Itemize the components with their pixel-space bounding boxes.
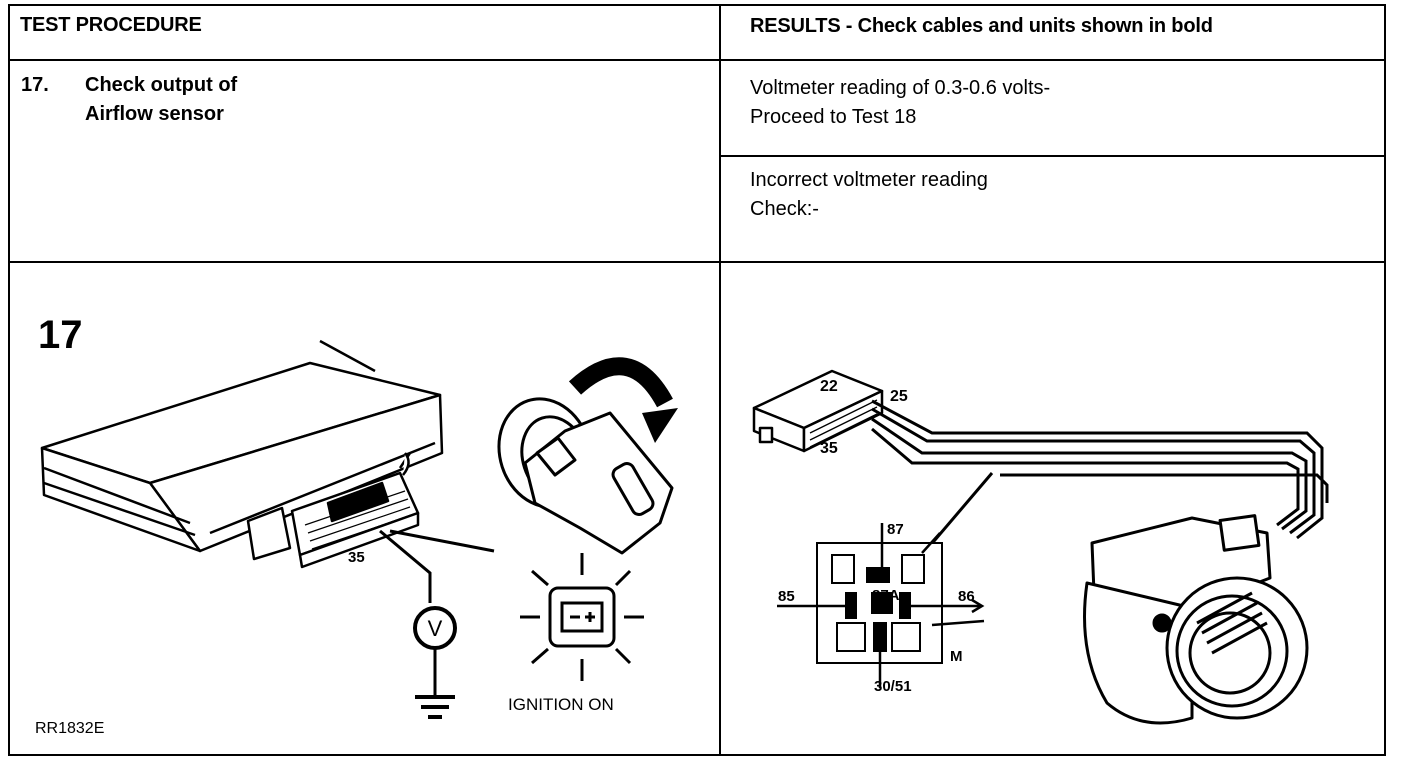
- airflow-sensor-icon: [1083, 514, 1309, 725]
- test-title-line2: Airflow sensor: [85, 103, 224, 125]
- result-correct: Voltmeter reading of 0.3-0.6 volts- Proc…: [750, 74, 1050, 132]
- relay-terminal-87a: 87A: [872, 587, 900, 604]
- ground-icon: [415, 695, 455, 719]
- result-incorrect-line2: Check:-: [750, 198, 819, 220]
- test-title: Check output of Airflow sensor: [85, 71, 237, 129]
- ecu-plug-icon: [752, 369, 884, 453]
- result-correct-line2: Proceed to Test 18: [750, 106, 917, 128]
- figure-reference: RR1832E: [35, 720, 104, 737]
- figure-right: 22 25 35: [752, 369, 1329, 725]
- figure-divider: [8, 261, 1386, 263]
- figure-left: 17 35: [35, 313, 678, 737]
- probe-lead: [389, 529, 495, 553]
- plug-pin-35: 35: [820, 440, 838, 457]
- header-divider: [8, 59, 1386, 61]
- test-title-line1: Check output of: [85, 74, 238, 96]
- result-incorrect: Incorrect voltmeter reading Check:-: [750, 166, 988, 224]
- wiring-harness: [871, 399, 1329, 609]
- relay-terminal-85: 85: [778, 588, 795, 605]
- header-results: RESULTS - Check cables and units shown i…: [750, 15, 1213, 37]
- ignition-key-icon: [497, 397, 674, 555]
- ecu-connector-icon: [40, 339, 444, 569]
- ecu-pin-35: 35: [348, 549, 365, 566]
- relay-terminal-m: M: [950, 648, 963, 665]
- warning-lamp-icon: [520, 553, 644, 681]
- figure-number: 17: [38, 313, 83, 357]
- procedure-table: [8, 4, 1386, 756]
- result-correct-line1: Voltmeter reading of 0.3-0.6 volts-: [750, 77, 1051, 99]
- voltmeter-icon: V: [413, 606, 457, 695]
- voltmeter-probe-wire: [379, 529, 432, 603]
- test-number: 17.: [21, 74, 49, 96]
- results-divider: [720, 155, 1386, 157]
- voltmeter-label: V: [428, 616, 443, 641]
- result-incorrect-line1: Incorrect voltmeter reading: [750, 169, 988, 191]
- rotate-arrow-icon: [568, 357, 678, 443]
- relay-icon: [816, 542, 943, 664]
- relay-terminal-30-51: 30/51: [874, 678, 912, 695]
- header-test-procedure: TEST PROCEDURE: [20, 14, 202, 36]
- plug-pin-22: 22: [820, 378, 838, 395]
- plug-pin-25: 25: [890, 388, 908, 405]
- ignition-on-label: IGNITION ON: [508, 695, 614, 714]
- relay-terminal-87: 87: [887, 521, 904, 538]
- column-divider: [719, 4, 721, 756]
- relay-terminal-86: 86: [958, 588, 975, 605]
